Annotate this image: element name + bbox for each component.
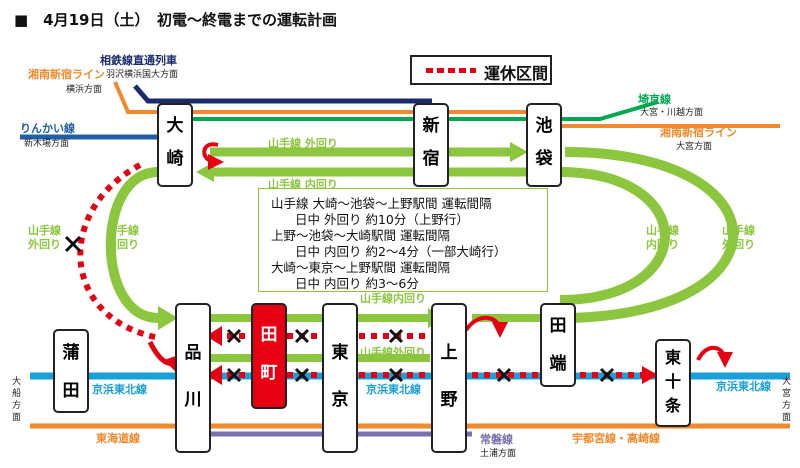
ofuna-direction-vertical: 大 船 方 面 (12, 375, 21, 423)
joban-label: 常磐線 (480, 432, 513, 446)
station-tamachi: 田 町 (251, 303, 287, 409)
station-label: 上 (441, 343, 458, 363)
legend: 運休区間 (410, 55, 552, 85)
station-label: 蒲 (63, 343, 80, 363)
station-label: 十 (665, 372, 681, 391)
station-label: 田 (261, 325, 278, 345)
station-label: 袋 (535, 148, 554, 169)
station-label: 野 (441, 390, 458, 410)
station-label: 新 (423, 115, 440, 136)
svg-text:方: 方 (12, 399, 21, 411)
station-label: 東 (665, 348, 681, 367)
station-label: 大 (167, 115, 184, 136)
omiya-kawagoe-direction: 大宮・川越方面 (640, 106, 703, 118)
left-inner-label-2: 内回り (106, 237, 139, 251)
svg-text:方: 方 (782, 399, 791, 411)
station-label: 田 (63, 381, 80, 401)
sotetsu-label: 相鉄線直通列車 (100, 53, 177, 67)
yokohama-direction: 横浜方面 (66, 83, 102, 95)
page-title: ■ 4月19日（土） 初電～終電までの運転計画 (14, 11, 337, 29)
rinkai-label: りんかい線 (20, 121, 75, 135)
station-ueno: 上 野 (431, 303, 467, 453)
omiya-direction-top: 大宮方面 (676, 140, 712, 152)
info-line-4: 日中 内回り 約2～4分（一部大崎行） (295, 244, 507, 259)
info-line-6: 日中 内回り 約3～6分 (295, 276, 419, 291)
turnback-arrow-shinagawa (147, 340, 186, 375)
keihin-mid-label: 京浜東北線 (366, 382, 421, 396)
info-line-3: 上野～池袋～大崎駅間 運転間隔 (271, 228, 450, 243)
left-inner-label-1: 山手線 (106, 223, 139, 237)
svg-text:船: 船 (12, 387, 21, 399)
shinkiba-direction: 新木場方面 (24, 137, 69, 149)
left-outer-label-1: 山手線 (28, 223, 61, 237)
station-ikebukuro: 池 袋 (526, 103, 562, 187)
right-outer-label-2: 外回り (721, 237, 755, 251)
svg-text:大: 大 (782, 375, 791, 387)
suspension-x-marks (64, 235, 615, 383)
station-label: 宿 (423, 148, 440, 169)
shonan-left-label: 湘南新宿ライン (28, 67, 105, 81)
timetable-info-box: 山手線 大崎～池袋～上野駅間 運転間隔 日中 外回り 約10分（上野行） 上野～… (258, 188, 548, 292)
station-shinjuku: 新 宿 (413, 103, 449, 187)
info-line-5: 大崎～東京～上野駅間 運転間隔 (271, 260, 450, 275)
saikyo-line (190, 100, 659, 121)
station-kamata: 蒲 田 (53, 329, 89, 413)
station-tokyo: 東 京 (322, 303, 358, 453)
sotetsu-line (133, 84, 432, 104)
shonan-shinjuku-line-left (113, 81, 530, 114)
station-osaki: 大 崎 (157, 103, 193, 187)
utsunomiya-label: 宇都宮線・高崎線 (572, 431, 660, 445)
yamanote-outer-top-label: 山手線 外回り (268, 136, 338, 150)
suspension-left-loop (77, 162, 161, 341)
turnback-arrow-osaki (202, 142, 224, 170)
shonan-right-label: 湘南新宿ライン (660, 125, 737, 139)
saikyo-label: 埼京線 (638, 92, 671, 106)
turnback-arrow-higashijujo (696, 346, 733, 368)
legend-label: 運休区間 (484, 64, 549, 83)
omiya-direction-vertical: 大 宮 方 面 (782, 375, 791, 423)
keihin-left-label: 京浜東北線 (92, 382, 147, 396)
station-label: 町 (261, 363, 278, 383)
yamanote-inner-mid-label: 山手線内回り (360, 291, 426, 305)
info-line-1: 山手線 大崎～池袋～上野駅間 運転間隔 (271, 196, 492, 211)
station-label: 端 (550, 353, 567, 374)
right-outer-label-1: 山手線 (722, 223, 755, 237)
station-shinagawa: 品 川 (175, 303, 211, 453)
station-label: 京 (332, 389, 349, 410)
svg-text:面: 面 (782, 412, 791, 423)
station-label: 東 (332, 342, 349, 363)
yamanote-inner-right-arc (559, 167, 670, 305)
tsuchiura-direction: 土浦方面 (480, 447, 516, 459)
svg-text:大: 大 (12, 375, 21, 387)
svg-text:面: 面 (12, 412, 21, 423)
sotetsu-direction: 羽沢横浜国大方面 (106, 68, 178, 80)
right-inner-label-1: 山手線 (646, 223, 679, 237)
station-label: 川 (184, 390, 202, 410)
svg-text:宮: 宮 (782, 387, 791, 399)
suspension-legend-swatch (426, 68, 476, 73)
tokaido-label: 東海道線 (96, 431, 140, 445)
station-label: 崎 (167, 148, 184, 169)
info-line-2: 日中 外回り 約10分（上野行） (295, 212, 469, 227)
left-outer-label-2: 外回り (27, 237, 61, 251)
keihin-right-label: 京浜東北線 (716, 379, 771, 393)
yamanote-outer-mid-label: 山手線外回り (360, 345, 426, 359)
yamanote-inner-top-label: 山手線 内回り (268, 177, 338, 191)
yamanote-outer-right-arc (559, 147, 738, 323)
station-tabata: 田 端 (540, 303, 576, 387)
right-inner-label-2: 内回り (646, 237, 679, 251)
station-label: 池 (536, 115, 553, 136)
turnback-arrow-ueno (464, 316, 508, 338)
station-higashijujo: 東 十 条 (655, 339, 691, 427)
station-label: 条 (664, 396, 682, 415)
station-label: 田 (550, 316, 567, 336)
yamanote-inner-left-arc (105, 167, 159, 323)
station-label: 品 (185, 343, 202, 363)
